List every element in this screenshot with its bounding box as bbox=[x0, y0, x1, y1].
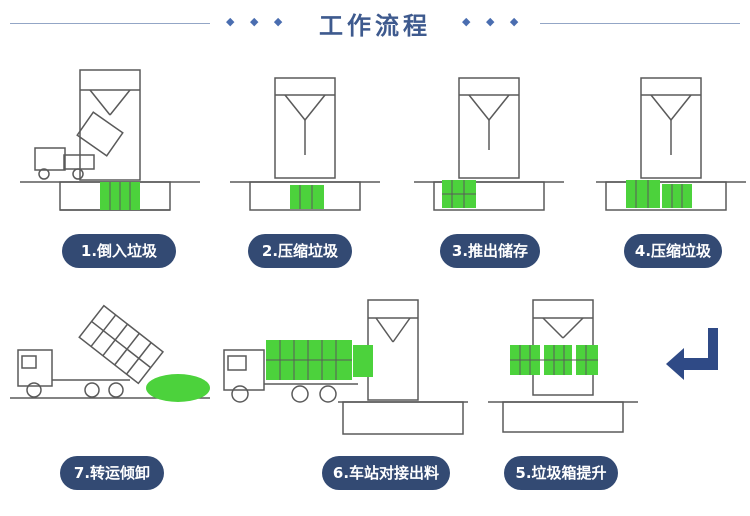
header-line-left bbox=[10, 23, 210, 24]
step-5-label: 5.垃圾箱提升 bbox=[504, 456, 618, 490]
header: ◆ ◆ ◆ 工作流程 ◆ ◆ ◆ bbox=[0, 0, 750, 48]
step-1-illustration bbox=[20, 60, 200, 220]
return-left-arrow-icon bbox=[664, 324, 724, 388]
header-diamonds-right: ◆ ◆ ◆ bbox=[462, 15, 525, 28]
step-3-illustration bbox=[414, 60, 564, 220]
step-6-label: 6.车站对接出料 bbox=[322, 456, 450, 490]
step-2-illustration bbox=[230, 60, 380, 220]
step-5-illustration bbox=[488, 290, 638, 440]
step-3-label: 3.推出储存 bbox=[440, 234, 540, 268]
step-4-illustration bbox=[596, 60, 746, 220]
step-1-label: 1.倒入垃圾 bbox=[62, 234, 176, 268]
step-7-illustration bbox=[10, 300, 210, 410]
page-title: 工作流程 bbox=[319, 12, 431, 40]
step-4-label: 4.压缩垃圾 bbox=[624, 234, 722, 268]
step-2-label: 2.压缩垃圾 bbox=[248, 234, 352, 268]
header-diamonds-left: ◆ ◆ ◆ bbox=[226, 15, 289, 28]
header-line-right bbox=[540, 23, 740, 24]
step-7-label: 7.转运倾卸 bbox=[60, 456, 164, 490]
step-6-illustration bbox=[218, 290, 468, 440]
